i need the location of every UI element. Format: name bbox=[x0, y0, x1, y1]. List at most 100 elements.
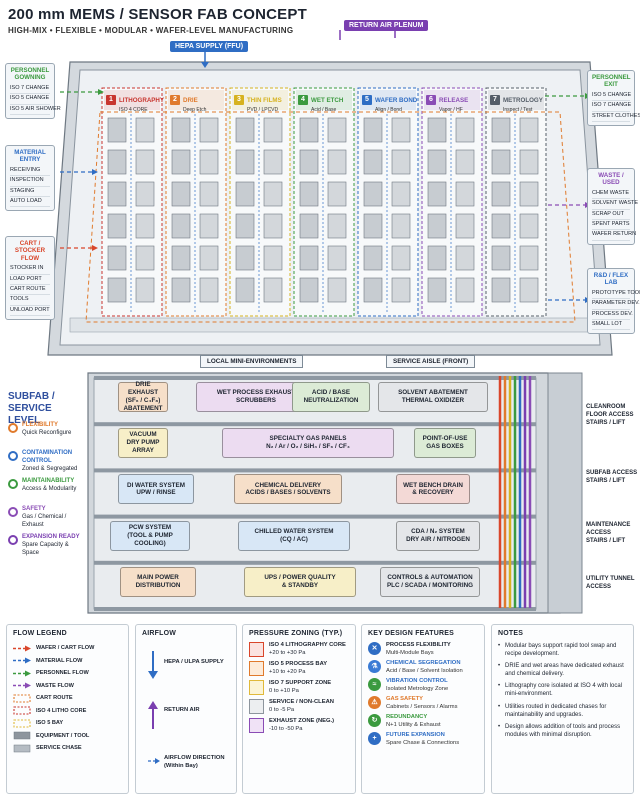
flow-legend-title: FLOW LEGEND bbox=[13, 630, 67, 637]
pressure-zone-name: SERVICE / NON-CLEAN bbox=[269, 699, 334, 706]
pressure-zone-range: +20 to +30 Pa bbox=[269, 649, 306, 656]
waste-used-title: WASTE / USED bbox=[598, 172, 624, 187]
pressure-zone-name: EXHAUST ZONE (NEG.) bbox=[269, 718, 335, 725]
key-feature-subtitle: N+1 Utility & Exhaust bbox=[386, 721, 441, 728]
legend-swatch bbox=[13, 706, 31, 715]
pressure-zone-range: 0 to -5 Pa bbox=[269, 706, 295, 713]
legend-row: EQUIPMENT / TOOL bbox=[13, 730, 122, 743]
access-label: CLEANROOM FLOOR ACCESS STAIRS / LIFT bbox=[586, 404, 634, 426]
waste-item: WAFER RETURN bbox=[592, 230, 636, 241]
feature-icon bbox=[8, 423, 18, 433]
bay-name: METROLOGY bbox=[503, 96, 543, 104]
cart-item: TOOLS bbox=[10, 295, 50, 306]
cart-item: CART ROUTE bbox=[10, 285, 50, 296]
pressure-swatch bbox=[249, 718, 264, 734]
bay-name: WAFER BOND bbox=[375, 96, 418, 104]
legend-swatch bbox=[13, 682, 31, 689]
legend-row: MATERIAL FLOW bbox=[13, 655, 122, 668]
legend-row: SERVICE CHASE bbox=[13, 742, 122, 755]
bay-2 bbox=[165, 87, 227, 317]
feature-subtitle: Access & Modularity bbox=[22, 485, 77, 492]
airflow-return-label: RETURN AIR bbox=[164, 707, 200, 713]
feature-subtitle: Gas / Chemical / Exhaust bbox=[22, 513, 67, 528]
key-feature-title: FUTURE EXPANSION bbox=[386, 732, 445, 739]
legend-row: CART ROUTE bbox=[13, 692, 122, 705]
feature-subtitle: Quick Reconfigure bbox=[22, 429, 72, 436]
bay-name: WET ETCH bbox=[311, 96, 344, 104]
pressure-text: ISO 5 PROCESS BAY+10 to +20 Pa bbox=[269, 661, 327, 676]
legend-swatch bbox=[13, 694, 31, 703]
bay-name: RELEASE bbox=[439, 96, 469, 104]
pressure-zone-name: ISO 4 LITHOGRAPHY CORE bbox=[269, 642, 346, 648]
legend-label: PERSONNEL FLOW bbox=[36, 670, 89, 677]
rd-flex-lab-box: R&D / FLEX LAB PROTOTYPE TOOLS PARAMETER… bbox=[587, 268, 640, 335]
waste-item: SPENT PARTS bbox=[592, 220, 630, 231]
legend-label: MATERIAL FLOW bbox=[36, 657, 83, 664]
key-feature-title: PROCESS FLEXIBILITY bbox=[386, 642, 451, 648]
bay-subtitle: Align / Bond bbox=[375, 107, 402, 113]
pressure-text: EXHAUST ZONE (NEG.)-10 to -50 Pa bbox=[269, 718, 334, 733]
subfab-box: UPS / POWER QUALITY & STANDBY bbox=[244, 566, 356, 597]
key-feature-icon: ✕ bbox=[368, 642, 381, 655]
feature-title: MAINTAINABILITY bbox=[22, 478, 75, 484]
return-air-plenum-tag: RETURN AIR PLENUM bbox=[344, 20, 429, 31]
key-feature-subtitle: Spare Chase & Connections bbox=[386, 739, 460, 746]
bay-name: LITHOGRAPHY bbox=[119, 96, 165, 104]
subfab-box: CONTROLS & AUTOMATION PLC / SCADA / MONI… bbox=[380, 566, 480, 597]
legend-swatch bbox=[13, 657, 31, 664]
material-item: RECEIVING bbox=[10, 166, 50, 177]
key-feature-subtitle: Cabinets / Sensors / Alarms bbox=[386, 703, 458, 710]
pressure-row: ISO 4 LITHOGRAPHY CORE+20 to +30 Pa bbox=[249, 642, 349, 657]
feature-icon bbox=[8, 479, 18, 489]
airflow-arrows-icon bbox=[148, 651, 160, 764]
service-aisle-tag: SERVICE AISLE (FRONT) bbox=[386, 355, 476, 368]
pressure-text: ISO 4 LITHOGRAPHY CORE+20 to +30 Pa bbox=[269, 642, 346, 657]
bay-number-badge: 7 bbox=[490, 95, 500, 105]
legend-swatch bbox=[13, 719, 31, 728]
waste-item: SOLVENT WASTE bbox=[592, 199, 638, 210]
subfab-box: SPECIALTY GAS PANELS N₂ / Ar / O₂ / SiH₄… bbox=[222, 428, 394, 459]
airflow-hepa-label: HEPA / ULPA SUPPLY bbox=[164, 659, 224, 665]
page-subtitle: HIGH-MIX • FLEXIBLE • MODULAR • WAFER-LE… bbox=[8, 26, 294, 35]
floor-slab bbox=[94, 560, 536, 565]
subfab-box: WET BENCH DRAIN & RECOVERY bbox=[396, 474, 470, 505]
waste-used-box: WASTE / USED CHEM WASTE SOLVENT WASTE SC… bbox=[587, 168, 638, 245]
floor-slab bbox=[94, 514, 536, 519]
feature-title: SAFETY bbox=[22, 506, 46, 512]
legend-label: ISO 5 BAY bbox=[36, 720, 64, 727]
legend-swatch bbox=[13, 645, 31, 652]
personnel-gowning-title: PERSONNEL GOWNING bbox=[10, 67, 50, 82]
pressure-row: ISO 5 PROCESS BAY+10 to +20 Pa bbox=[249, 661, 349, 677]
key-features-panel: KEY DESIGN FEATURES ✕ PROCESS FLEXIBILITY… bbox=[361, 624, 485, 794]
floor-slab bbox=[94, 468, 536, 473]
bay-subtitle: Inspect / Test bbox=[503, 107, 533, 113]
material-item: AUTO LOAD bbox=[10, 197, 50, 208]
bay-6 bbox=[421, 87, 483, 317]
exit-item: ISO 5 CHANGE bbox=[592, 91, 631, 102]
cart-stocker-title: CART / STOCKER FLOW bbox=[14, 240, 46, 262]
cart-stocker-box: CART / STOCKER FLOW STOCKER IN LOAD PORT… bbox=[5, 236, 55, 321]
pressure-zone-range: +10 to +20 Pa bbox=[269, 668, 306, 675]
feature-icon bbox=[8, 451, 18, 461]
fab-floor-illustration bbox=[47, 30, 613, 356]
key-features-title: KEY DESIGN FEATURES bbox=[368, 630, 454, 637]
legend-swatch bbox=[13, 670, 31, 677]
bay-number-badge: 4 bbox=[298, 95, 308, 105]
pressure-swatch bbox=[249, 680, 264, 696]
bay-number-badge: 6 bbox=[426, 95, 436, 105]
notes-title: NOTES bbox=[498, 630, 524, 637]
feature-title: FLEXIBILITY bbox=[22, 422, 58, 428]
subfab-box: SOLVENT ABATEMENT THERMAL OXIDIZER bbox=[378, 382, 488, 412]
bay-4 bbox=[293, 87, 355, 317]
key-feature-title: GAS SAFETY bbox=[386, 696, 424, 703]
